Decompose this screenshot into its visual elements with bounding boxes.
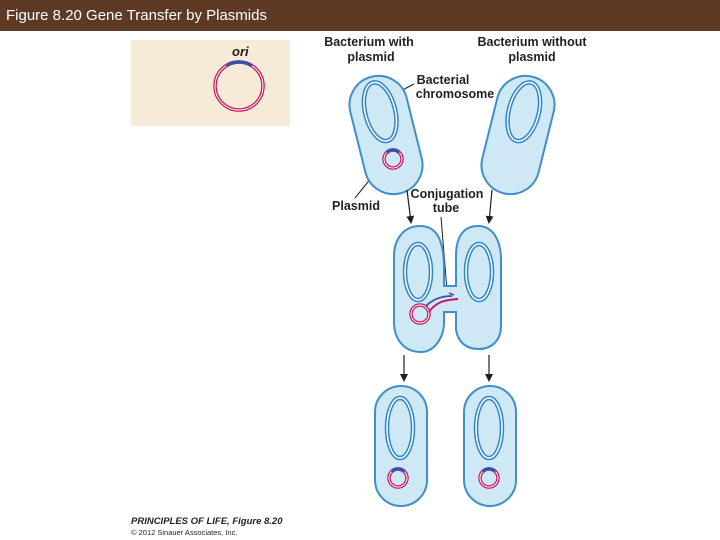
final-bacterium-right [463,385,517,507]
label-conjugation-tube-line2: tube [433,201,459,215]
title-bar: Figure 8.20 Gene Transfer by Plasmids [0,0,720,31]
bacterium-with-plasmid [348,74,424,196]
ori-segment [225,60,253,68]
credit-main: PRINCIPLES OF LIFE, Figure 8.20 [131,516,283,527]
plasmid-top-left [382,148,404,170]
final-bacterium-left [374,385,428,507]
inset-plasmid [213,60,265,112]
label-bacterium-with-plasmid-line1: Bacterium with [324,35,414,49]
label-bacterial-chromosome-line1: Bacterial [417,73,470,87]
label-bacterium-without-plasmid-line1: Bacterium without [477,35,587,49]
conjugating-bacteria [393,224,502,354]
bacterium-without-plasmid [480,74,556,196]
label-conjugation-tube-line1: Conjugation [411,187,484,201]
ori-label: ori [232,44,249,59]
arrow-left-to-conjugation [406,189,415,224]
label-plasmid: Plasmid [332,199,380,213]
credit-copyright: © 2012 Sinauer Associates, Inc. [131,528,238,537]
label-bacterial-chromosome-line2: chromosome [416,87,495,101]
label-bacterium-without-plasmid-line2: plasmid [508,50,555,64]
label-bacterium-with-plasmid-line2: plasmid [347,50,394,64]
figure-credit: PRINCIPLES OF LIFE, Figure 8.20 © 2012 S… [131,516,283,537]
figure-title: Figure 8.20 Gene Transfer by Plasmids [6,7,267,24]
arrow-right-to-conjugation [485,189,494,224]
